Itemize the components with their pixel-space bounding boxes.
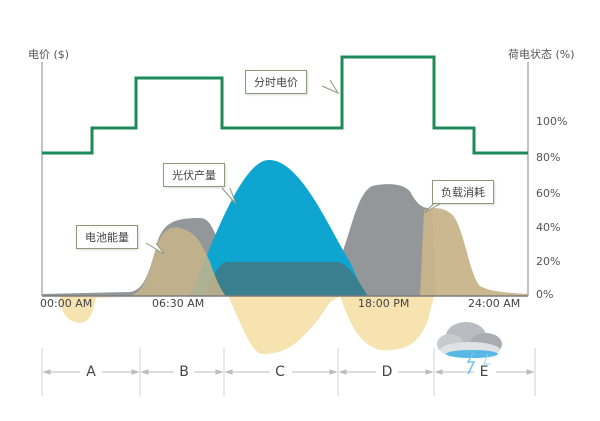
tou-price-callout: 分时电价 bbox=[245, 70, 307, 94]
storm-cloud-icon bbox=[437, 322, 502, 375]
pv-load-overlap-area bbox=[205, 262, 368, 296]
section-label-a: A bbox=[86, 364, 96, 380]
right-tick-100: 100% bbox=[536, 115, 568, 128]
pv-callout-pointer bbox=[221, 187, 237, 205]
section-label-d: D bbox=[381, 364, 393, 380]
x-tick-0630: 06:30 AM bbox=[152, 297, 205, 310]
battery-energy-area-right bbox=[420, 208, 528, 296]
right-tick-0: 0% bbox=[536, 288, 554, 301]
battery-energy-area bbox=[130, 227, 226, 296]
battery-energy-callout: 电池能量 bbox=[76, 225, 138, 249]
section-label-b: B bbox=[179, 364, 189, 380]
battery-discharge-area bbox=[60, 296, 434, 354]
pv-area bbox=[190, 159, 366, 296]
load-callout: 负载消耗 bbox=[432, 180, 494, 204]
x-tick-0000: 00:00 AM bbox=[40, 297, 93, 310]
section-label-c: C bbox=[275, 364, 285, 380]
section-dividers bbox=[41, 348, 536, 396]
section-arrows bbox=[42, 369, 535, 375]
right-tick-40: 40% bbox=[536, 221, 561, 234]
tou-callout-pointer bbox=[321, 79, 340, 95]
battery-callout-pointer bbox=[145, 242, 165, 255]
right-axis-title: 荷电状态 (%) bbox=[508, 48, 575, 61]
right-tick-20: 20% bbox=[536, 255, 561, 268]
pv-output-callout: 光伏产量 bbox=[163, 163, 225, 187]
x-tick-2400: 24:00 AM bbox=[468, 297, 521, 310]
right-tick-60: 60% bbox=[536, 187, 561, 200]
x-tick-1800: 18:00 PM bbox=[358, 297, 410, 310]
left-axis-title: 电价 ($) bbox=[28, 48, 70, 61]
section-label-e: E bbox=[479, 364, 489, 380]
right-tick-80: 80% bbox=[536, 151, 561, 164]
tou-price-line bbox=[42, 55, 528, 155]
